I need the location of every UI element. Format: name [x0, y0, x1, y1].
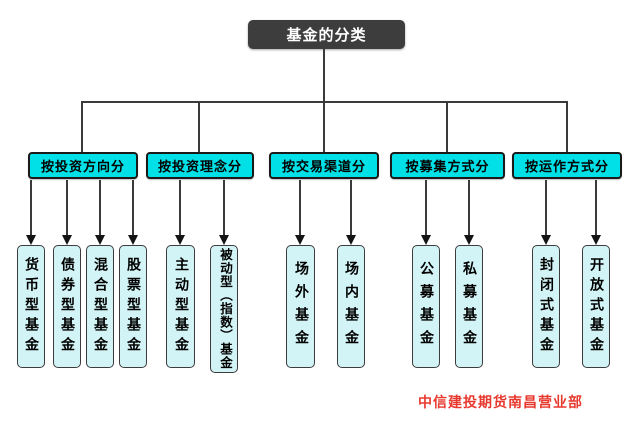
- arrow-down-icon: [175, 235, 185, 245]
- arrow-down-icon: [95, 235, 105, 245]
- arrow-line: [66, 180, 68, 236]
- arrow-line: [30, 180, 32, 236]
- arrow-line: [223, 180, 225, 236]
- arrow-down-icon: [346, 235, 356, 245]
- arrow-line: [595, 180, 597, 236]
- branch-by-trading-channel: 按交易渠道分: [269, 152, 379, 179]
- leaf-public-fund: 公募基金: [412, 245, 440, 368]
- leaf-passive-index-fund: 被动型（指数）基金: [210, 245, 238, 373]
- leaf-exchange-fund: 场内基金: [337, 245, 365, 368]
- leaf-bond-fund: 债券型基金: [53, 245, 81, 368]
- arrow-line: [468, 180, 470, 236]
- branch-office-watermark: 中信建投期货南昌营业部: [418, 394, 583, 410]
- leaf-active-fund: 主动型基金: [166, 245, 195, 368]
- connector-drop-3: [323, 102, 325, 152]
- branch-by-investment-philosophy: 按投资理念分: [146, 152, 254, 179]
- arrow-line: [425, 180, 427, 236]
- connector-drop-4: [446, 102, 448, 152]
- branch-by-investment-direction: 按投资方向分: [28, 152, 138, 179]
- leaf-private-fund: 私募基金: [455, 245, 483, 368]
- leaf-equity-fund: 股票型基金: [119, 245, 147, 368]
- arrow-line: [350, 180, 352, 236]
- arrow-down-icon: [464, 235, 474, 245]
- leaf-money-fund: 货币型基金: [17, 245, 45, 368]
- arrow-down-icon: [26, 235, 36, 245]
- branch-by-fundraising-method: 按募集方式分: [390, 152, 505, 179]
- arrow-line: [179, 180, 181, 236]
- arrow-line: [299, 180, 301, 236]
- arrow-line: [132, 180, 134, 236]
- arrow-down-icon: [541, 235, 551, 245]
- leaf-closed-end-fund: 封闭式基金: [532, 245, 560, 368]
- branch-by-operation-mode: 按运作方式分: [512, 152, 622, 179]
- connector-drop-5: [566, 102, 568, 152]
- arrow-down-icon: [591, 235, 601, 245]
- arrow-line: [545, 180, 547, 236]
- arrow-down-icon: [219, 235, 229, 245]
- connector-drop-1: [81, 102, 83, 152]
- root-node: 基金的分类: [248, 20, 405, 49]
- arrow-down-icon: [62, 235, 72, 245]
- arrow-down-icon: [128, 235, 138, 245]
- arrow-line: [99, 180, 101, 236]
- arrow-down-icon: [421, 235, 431, 245]
- leaf-otc-fund: 场外基金: [286, 245, 315, 368]
- leaf-hybrid-fund: 混合型基金: [86, 245, 114, 368]
- arrow-down-icon: [295, 235, 305, 245]
- connector-drop-2: [198, 102, 200, 152]
- leaf-open-end-fund: 开放式基金: [582, 245, 610, 368]
- connector-root-stem: [323, 49, 325, 102]
